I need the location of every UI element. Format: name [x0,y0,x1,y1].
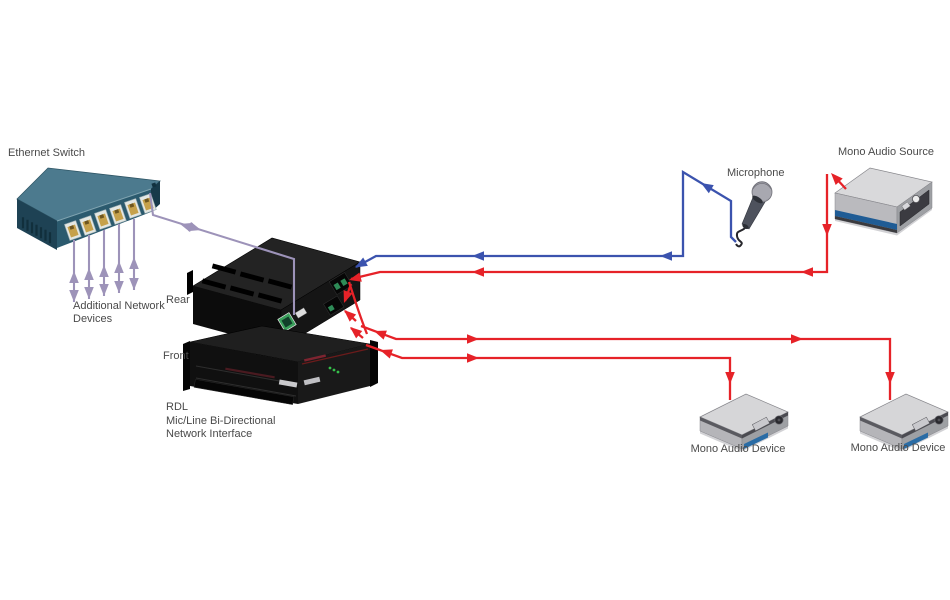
microphone-illustration [735,181,773,248]
panel-division-lines [195,365,297,397]
rdl-brand: RDL [166,401,189,413]
panel-red-text-band [304,354,326,362]
audio-lines [343,174,892,400]
mono-audio-device-left-label: Mono Audio Device [690,443,786,455]
rear-label: Rear [166,294,190,306]
mic-audio-line [355,169,737,269]
source-blue-stripe [835,210,897,230]
mic-line-arrowheads [352,178,714,272]
network-cable-to-rdl [148,192,296,315]
rj45-port [94,209,112,230]
additional-network-line1: Additional Network [73,300,165,312]
source-switch [901,201,911,211]
additional-network-line2: Devices [73,313,113,325]
mono-audio-source-label: Mono Audio Source [838,146,935,158]
rear-rack-ear [187,270,193,295]
rj45-port [79,215,97,236]
network-cable-arrowheads [178,219,203,235]
switch-edge-highlight [56,188,152,222]
source-knob [912,194,921,203]
ethernet-jack-icon [277,312,297,332]
output-line-left-device [365,343,732,400]
rj45-port [64,220,82,241]
audio-line-arrowheads [339,169,895,384]
rdl-product-label: RDL Mic/Line Bi-Directional Network Inte… [166,401,275,442]
switch-vent-face [17,199,57,250]
rdl-product-type: Network Interface [166,428,253,440]
rj45-port [124,198,142,219]
microphone-label: Microphone [727,167,785,179]
output-line-right-device [360,324,892,400]
mic-neck-ring [752,195,763,204]
switch-ports [64,193,157,241]
rear-jumper-spine [347,281,369,335]
rj45-port [109,204,127,225]
switch-vents [21,217,52,244]
front-label: Front [163,350,189,362]
mic-grille [752,181,772,190]
panel-slot [193,379,295,405]
additional-network-devices-label: Additional Network Devices [73,300,165,326]
front-rack-ear-left [183,341,190,391]
rear-label-plate [294,307,308,319]
panel-leds [328,366,340,374]
ethernet-switch-label: Ethernet Switch [8,147,86,159]
rear-vents [201,263,293,304]
rdl-front-unit [183,325,378,405]
terminal-block-upper [328,272,353,296]
mic-end-cap [742,223,749,230]
rdl-product-name: Mic/Line Bi-Directional [166,414,276,427]
source-to-rdl-line [350,174,829,281]
source-bottom-edge [835,216,897,233]
terminal-block-lower [323,295,345,316]
mic-cable [735,224,748,248]
switch-led [151,182,157,188]
panel-label-plate [278,379,298,388]
panel-red-stripe [301,348,369,365]
ethernet-switch [16,167,161,250]
front-rack-ear-right [370,340,378,387]
panel-label-plate [303,376,321,386]
panel-red-text-band [225,367,275,379]
mono-audio-source-illustration [834,167,933,236]
mono-audio-device-right-label: Mono Audio Device [850,442,946,454]
